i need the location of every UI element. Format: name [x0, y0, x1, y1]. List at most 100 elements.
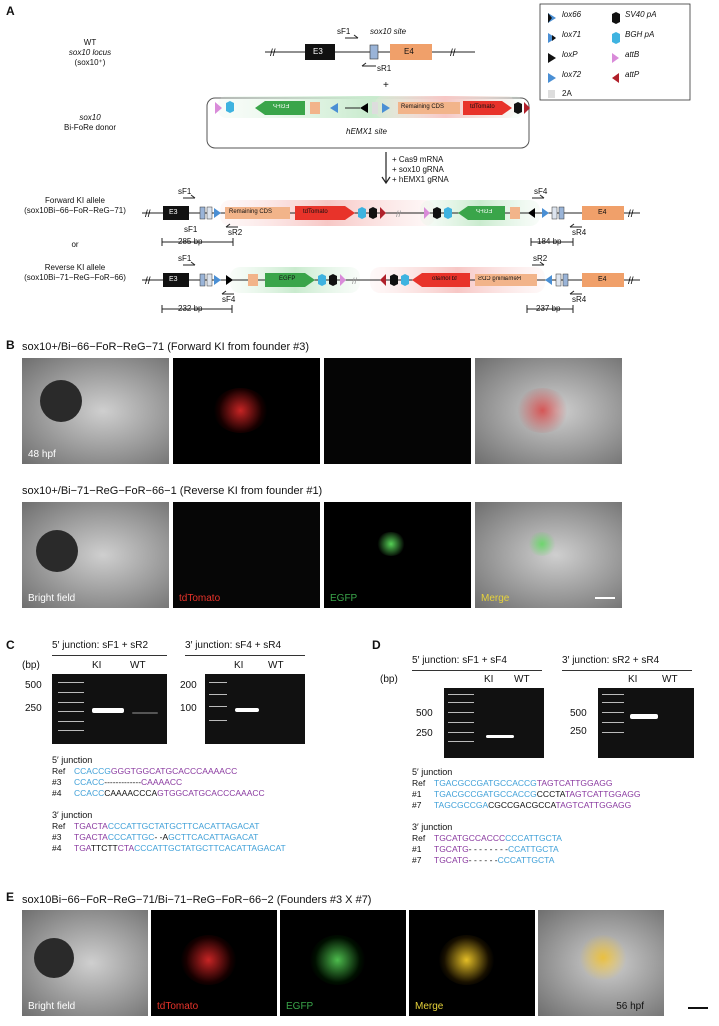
- alignment-row-label: Ref: [52, 766, 66, 776]
- legend-bgh: BGH pA: [625, 30, 655, 39]
- fwd-sr2: sR2: [228, 228, 243, 237]
- alignment-row: Ref TGCATGCCACCCCCCATTGCTA: [412, 833, 562, 843]
- fwd-bp-left: 285 bp: [178, 237, 203, 246]
- sequence-segment: CAAAACC: [141, 777, 183, 787]
- fwd-sf1: sF1: [178, 187, 192, 196]
- sox10-site-label: sox10 site: [370, 27, 407, 36]
- panel-label-b: B: [6, 338, 15, 352]
- c-gel2-title: 3′ junction: sF4 + sR4: [185, 640, 282, 651]
- panel-e-title: sox10Bi−66−FoR−ReG−71/Bi−71−ReG−FoR−66−2…: [22, 894, 372, 906]
- exon4-box: [390, 44, 432, 60]
- rev-sf4: sF4: [222, 295, 236, 304]
- forward-label: Forward KI allele (sox10Bi−66−FoR−ReG−71…: [24, 196, 126, 215]
- or-label: or: [71, 240, 79, 249]
- d-gel2-wt: WT: [662, 674, 678, 685]
- e-merge: Merge: [409, 910, 535, 1016]
- d-gel2-title: 3′ junction: sR2 + sR4: [562, 655, 660, 666]
- alignment-row-label: #4: [52, 843, 62, 853]
- rev-sr2: sR2: [533, 254, 548, 263]
- sequence-segment: GCTTCACATTAGACAT: [168, 832, 259, 842]
- wt-locus: // //: [265, 34, 475, 67]
- sequence-segment: GTGGCATGCACCCAAACC: [157, 788, 265, 798]
- donor-remaining-cds: [398, 102, 460, 114]
- c-gel1-250: 250: [25, 703, 42, 714]
- donor-tdtomato-arrow: [463, 101, 512, 115]
- donor-remaining-label: Remaining CDS: [401, 104, 445, 110]
- fwd-bp-right: 184 bp: [537, 237, 562, 246]
- e-egfp: EGFP: [280, 910, 406, 1016]
- panel-b-title-2: sox10+/Bi−71−ReG−FoR−66−1 (Reverse KI fr…: [22, 485, 323, 497]
- legend-2a: 2A: [562, 89, 572, 98]
- rev-e3: E3: [169, 276, 178, 283]
- svg-text://: //: [270, 48, 276, 59]
- sequence-segment: -------------: [104, 777, 142, 787]
- rev-remaining: Remaining CDS: [478, 276, 522, 282]
- rev-e4: E4: [598, 276, 607, 283]
- rev-tdtomato: tdTomato: [432, 276, 457, 282]
- legend-lox66: lox66: [562, 10, 582, 19]
- svg-text://: //: [145, 209, 151, 220]
- b1-tdtomato: [173, 358, 320, 464]
- sequence-segment: - - - - - - - -: [468, 844, 508, 854]
- e-overlay: 56 hpf: [538, 910, 664, 1016]
- wt-label: WT sox10 locus (sox10⁺): [68, 38, 112, 67]
- panel-label-a: A: [6, 4, 15, 18]
- b2-brightfield: Bright field: [22, 502, 169, 608]
- b2-bf-label: Bright field: [28, 593, 76, 604]
- sequence-segment: CCACCG: [74, 766, 111, 776]
- b2-tdtomato-label: tdTomato: [179, 593, 221, 604]
- exon3-box: [305, 44, 335, 60]
- panel-b-title-1: sox10+/Bi−66−FoR−ReG−71 (Forward KI from…: [22, 341, 310, 353]
- d-gel2-250: 250: [570, 726, 587, 737]
- injection-list: + Cas9 mRNA + sox10 gRNA + hEMX1 gRNA: [392, 155, 449, 184]
- sequence-segment: TGACTA: [74, 832, 108, 842]
- alignment-row-label: Ref: [412, 778, 426, 788]
- legend-attp: attP: [625, 70, 640, 79]
- fwd-remaining: Remaining CDS: [229, 209, 273, 215]
- alignment-row-label: #7: [412, 855, 422, 865]
- sequence-segment: CAAAACCCA: [104, 788, 158, 798]
- c-bp-label: (bp): [22, 660, 40, 671]
- alignment-row-label: #3: [52, 777, 62, 787]
- svg-text://: //: [396, 209, 402, 219]
- sequence-segment: TGCATG: [434, 855, 469, 865]
- d-gel1-500: 500: [416, 708, 433, 719]
- c-gel1-wt: WT: [130, 660, 146, 671]
- hemx1-site-label: hEMX1 site: [346, 127, 387, 136]
- sequence-segment: CCCATTGCTA: [497, 855, 555, 865]
- sequence-segment: CCCATTGCTATGCTTCACATTAGACAT: [107, 821, 260, 831]
- legend-lox71: lox71: [562, 30, 582, 39]
- b1-merge: [475, 358, 622, 464]
- legend-box: [539, 3, 691, 101]
- alignment-row-label: Ref: [412, 833, 426, 843]
- sequence-segment: CCCATTGCTA: [505, 833, 562, 843]
- e-tdtomato: tdTomato: [151, 910, 277, 1016]
- d-gel1-250: 250: [416, 728, 433, 739]
- wt-exon4-label: E4: [404, 47, 414, 56]
- b2-merge-label: Merge: [481, 593, 510, 604]
- c-j5-title: 5′ junction: [52, 755, 93, 765]
- sox10-site-box: [369, 44, 379, 60]
- svg-text://: //: [628, 209, 634, 220]
- sequence-segment: CCCATTGCTATGCTTCACATTAGACAT: [134, 843, 286, 853]
- d-j3-title: 3′ junction: [412, 822, 453, 832]
- scale-bar-b: [595, 597, 615, 599]
- sequence-segment: TGACGCCGATGCCACCG: [434, 778, 537, 788]
- d-j5-title: 5′ junction: [412, 767, 453, 777]
- sequence-segment: TGCATGCCACCC: [434, 833, 506, 843]
- alignment-row-label: #4: [52, 788, 62, 798]
- b1-brightfield: 48 hpf: [22, 358, 169, 464]
- donor-egfp-label: EGFP: [273, 104, 290, 110]
- fwd-e3: E3: [169, 209, 178, 216]
- sequence-segment: TAGCGCCGA: [434, 800, 489, 810]
- e-tdtomato-label: tdTomato: [157, 1001, 199, 1012]
- d-gel2-500: 500: [570, 708, 587, 719]
- rev-sr4: sR4: [572, 295, 587, 304]
- svg-text://: //: [628, 276, 634, 287]
